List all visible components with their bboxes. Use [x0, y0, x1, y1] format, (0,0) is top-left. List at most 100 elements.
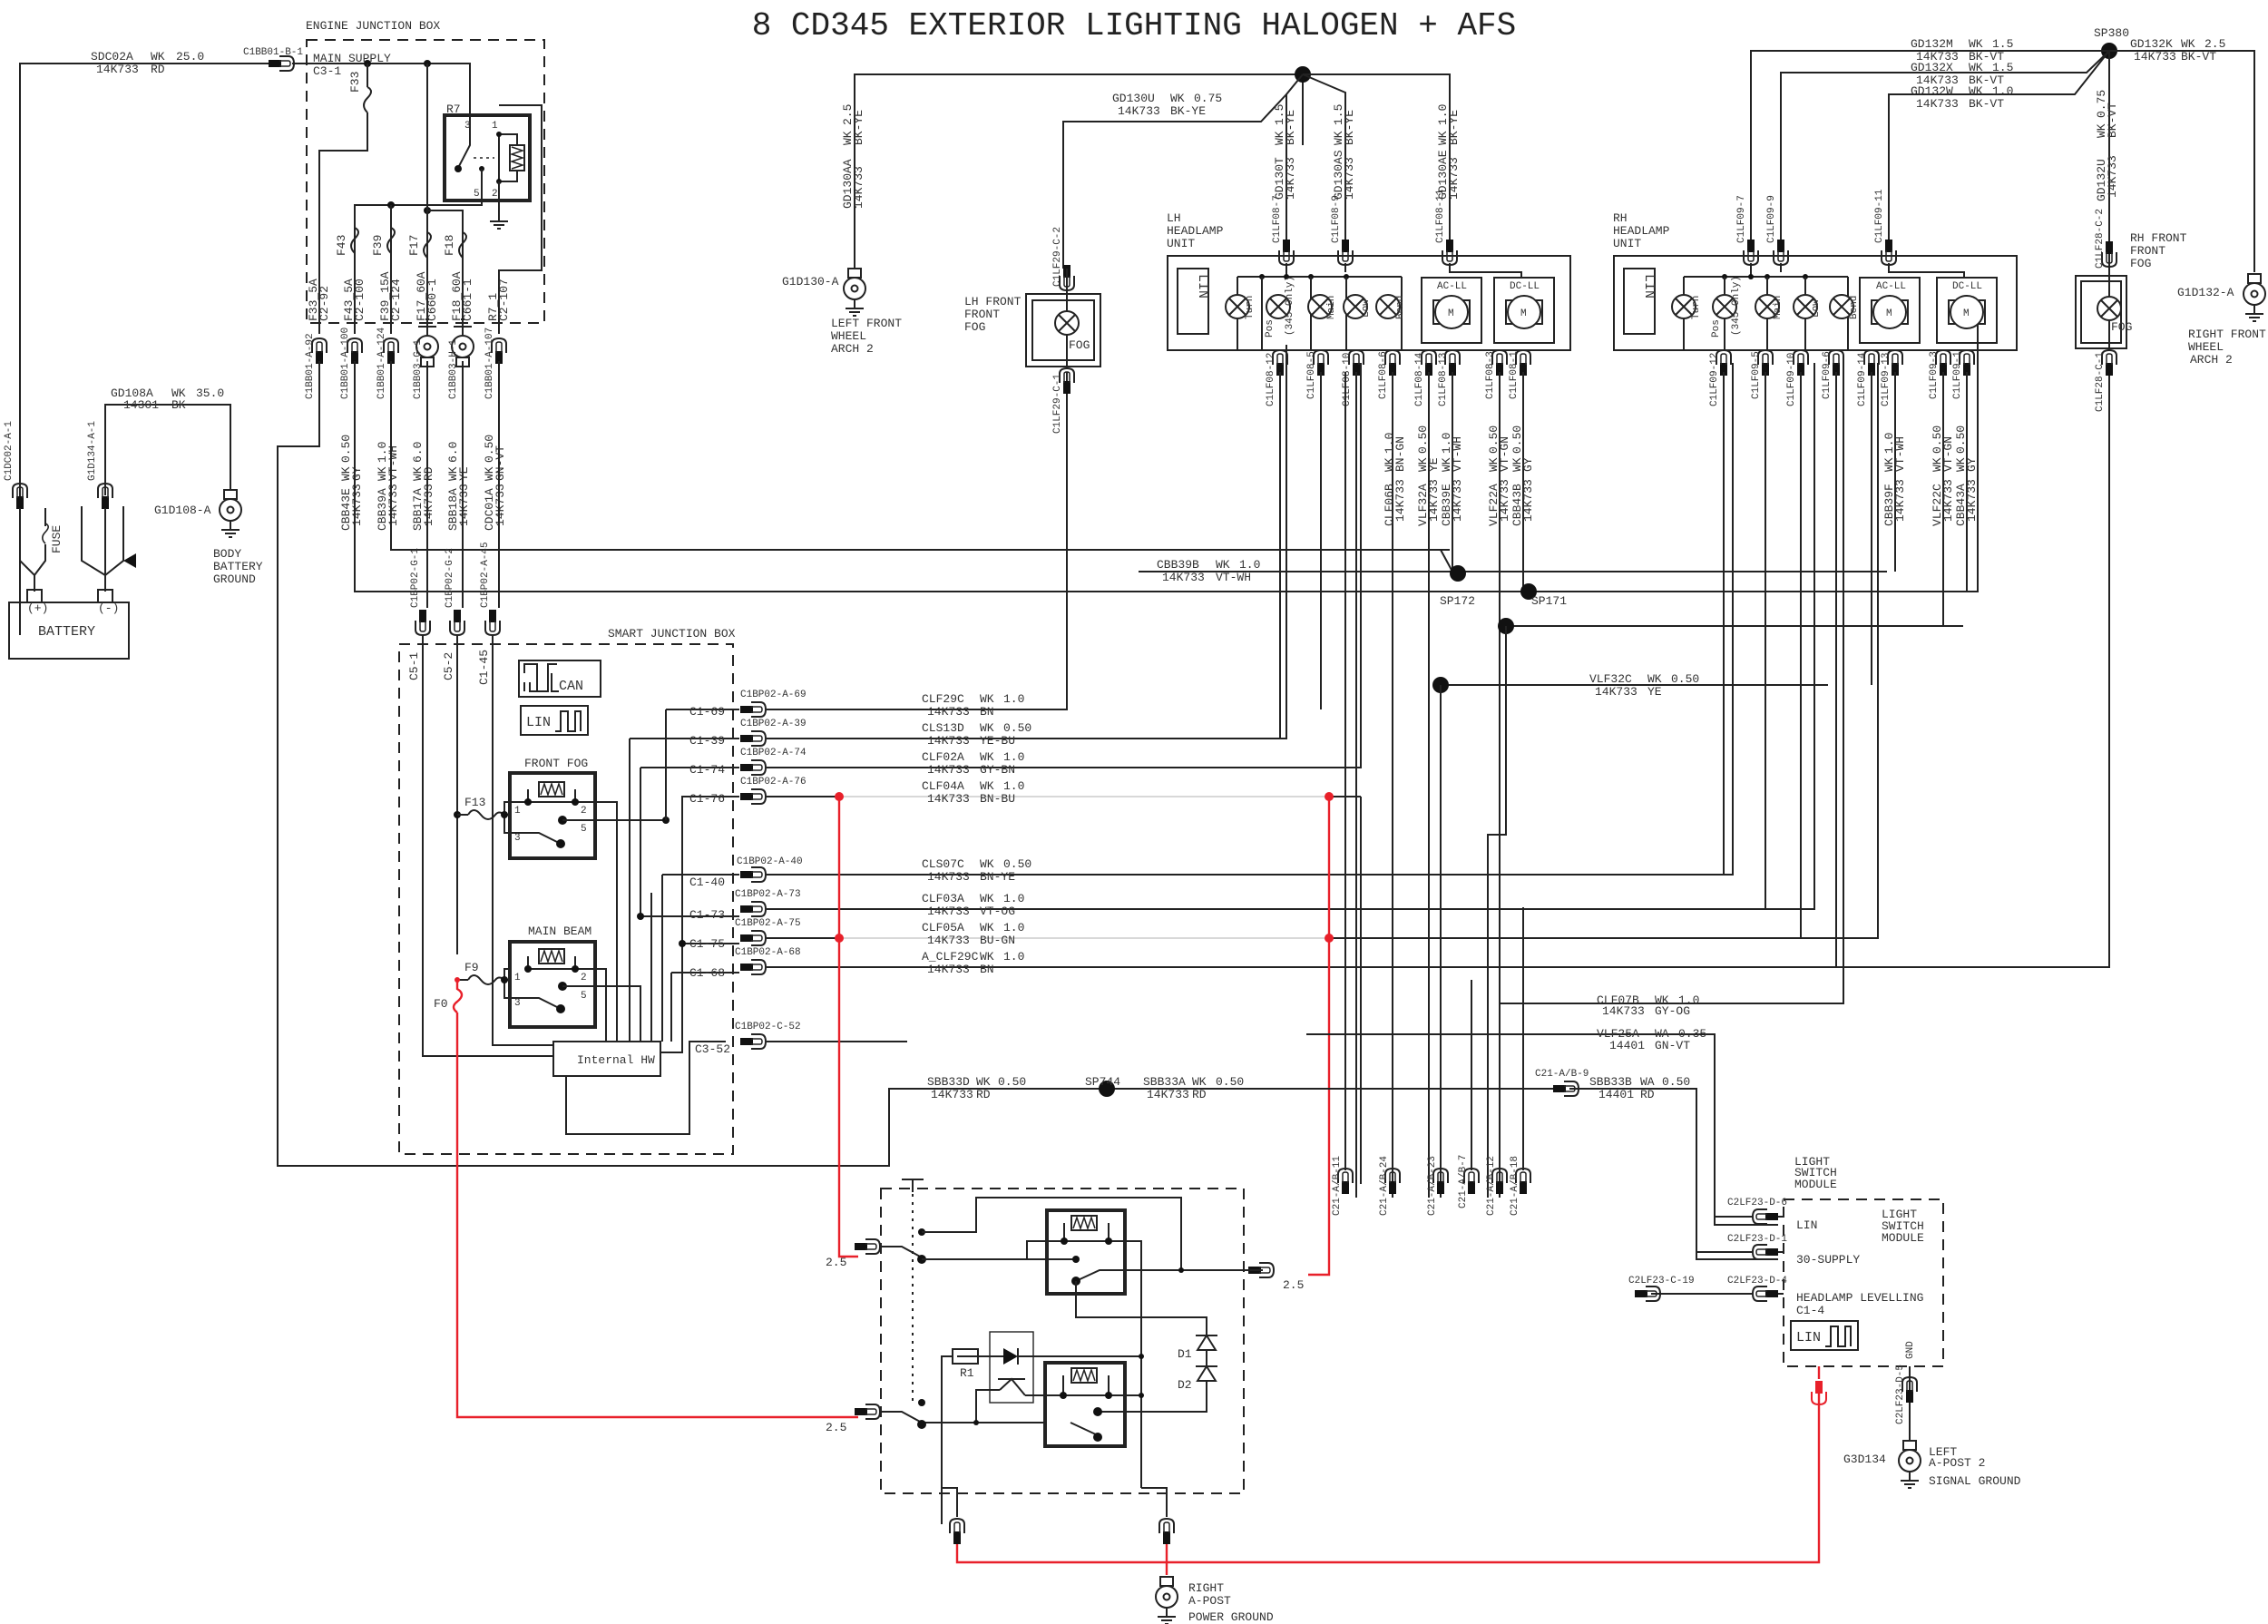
svg-text:GN-VT: GN-VT	[494, 445, 507, 481]
svg-text:GD130AE: GD130AE	[1436, 150, 1450, 200]
lsm-lin-connector[interactable]	[1811, 1392, 1827, 1406]
svg-text:VT-WH: VT-WH	[386, 445, 400, 481]
svg-text:1.0: 1.0	[1003, 921, 1024, 934]
c1bp02-a-75-connector[interactable]	[739, 930, 767, 946]
svg-text:2: 2	[492, 189, 498, 200]
svg-text:14K733: 14K733	[1916, 50, 1959, 64]
fuse-f33	[363, 86, 372, 113]
sjb-boundary	[398, 643, 734, 1155]
c1bp02-a-39-connector[interactable]	[739, 730, 767, 747]
svg-text:LEFT FRONT: LEFT FRONT	[831, 317, 902, 330]
relay-module-lin-connector[interactable]	[949, 1518, 965, 1545]
svg-text:14301: 14301	[123, 398, 159, 412]
svg-text:RIGHT: RIGHT	[1188, 1581, 1224, 1595]
sdc02a-type: WK	[151, 50, 165, 64]
ejb-main-supply-label: MAIN_SUPPLY	[313, 52, 391, 65]
svg-text:WK: WK	[980, 892, 994, 905]
c1bp02-g-2-connector[interactable]	[449, 609, 465, 636]
relay-module-ground-connector[interactable]	[1158, 1518, 1175, 1545]
svg-text:1.0: 1.0	[1678, 993, 1699, 1007]
svg-text:(345 Only): (345 Only)	[1285, 276, 1295, 336]
svg-text:14K733: 14K733	[927, 905, 970, 918]
c1bp02-a-74-connector[interactable]	[739, 759, 767, 776]
svg-text:WK: WK	[980, 857, 994, 871]
svg-text:C1BB03-G-1: C1BB03-G-1	[413, 339, 424, 399]
svg-text:WK: WK	[171, 386, 186, 400]
svg-text:LIN: LIN	[1195, 274, 1210, 298]
svg-text:C1LF08-7: C1LF08-7	[1272, 195, 1283, 243]
lh-fog-lamp-icon	[1054, 310, 1080, 336]
c1bp02-a-45-connector[interactable]	[484, 609, 501, 636]
svg-text:F43_5A: F43_5A	[342, 279, 356, 321]
svg-text:LH FRONT: LH FRONT	[964, 295, 1022, 308]
svg-text:WK: WK	[1969, 37, 1983, 51]
svg-text:1.5: 1.5	[1273, 104, 1286, 125]
svg-text:WA: WA	[1640, 1075, 1655, 1089]
svg-text:5: 5	[581, 991, 587, 1002]
relay-r7-label: R7	[446, 103, 461, 116]
svg-text:0.50: 0.50	[1510, 426, 1524, 454]
svg-text:3: 3	[514, 833, 521, 844]
svg-text:C1LF08-5: C1LF08-5	[1306, 351, 1317, 399]
svg-text:LIN: LIN	[1796, 1218, 1817, 1232]
svg-text:14K733: 14K733	[350, 484, 364, 526]
svg-text:WK: WK	[841, 131, 855, 145]
svg-text:WK: WK	[980, 779, 994, 793]
svg-text:0.75: 0.75	[2095, 90, 2108, 118]
svg-text:CLF06B: CLF06B	[1383, 484, 1396, 526]
c1bp02-g-1-connector[interactable]	[415, 609, 431, 636]
svg-text:C1LF09-1: C1LF09-1	[1952, 351, 1963, 399]
svg-text:1.0: 1.0	[1003, 779, 1024, 793]
svg-text:C1LF09-10: C1LF09-10	[1786, 353, 1797, 406]
relay-module-in-top-connector[interactable]	[854, 1238, 881, 1255]
svg-text:C5-1: C5-1	[407, 652, 421, 680]
svg-text:C2-107: C2-107	[497, 279, 511, 321]
c2lf23-c-19-connector[interactable]	[1634, 1286, 1661, 1302]
svg-text:2.5: 2.5	[826, 1421, 846, 1434]
svg-text:C1LF29-C-1: C1LF29-C-1	[1052, 374, 1063, 434]
svg-text:14K733: 14K733	[1118, 104, 1160, 118]
svg-text:14K733: 14K733	[1284, 157, 1297, 200]
c1bp02-a-76-connector[interactable]	[739, 788, 767, 805]
fuse-f9	[467, 974, 505, 985]
svg-text:0.50: 0.50	[1416, 426, 1430, 454]
svg-text:CBB39E: CBB39E	[1440, 484, 1453, 526]
svg-text:Pos: Pos	[1711, 319, 1722, 338]
svg-text:0.50: 0.50	[1003, 721, 1031, 735]
svg-text:BK-YE: BK-YE	[1447, 110, 1461, 145]
c2lf23-d-1-connector[interactable]	[1752, 1244, 1779, 1260]
svg-text:C1BP02-A-76: C1BP02-A-76	[740, 777, 807, 788]
c1bb01-b-1-connector[interactable]	[268, 55, 295, 72]
svg-text:CLS13D: CLS13D	[922, 721, 964, 735]
c2lf23-d-4-connector[interactable]	[1752, 1286, 1779, 1302]
svg-text:CBB39A: CBB39A	[376, 488, 389, 531]
svg-text:WK: WK	[980, 950, 994, 964]
svg-text:BK-VT: BK-VT	[1969, 50, 2004, 64]
svg-text:CBB43A: CBB43A	[1954, 484, 1968, 526]
g1d108-a-label: G1D108-A	[154, 504, 211, 517]
svg-text:F17: F17	[407, 235, 421, 256]
c1dc02-a-1-connector[interactable]	[12, 483, 28, 510]
c1bp02-a-69-connector[interactable]	[739, 701, 767, 718]
c2lf23-d-6-connector[interactable]	[1752, 1208, 1779, 1225]
svg-text:0.35: 0.35	[1678, 1027, 1706, 1041]
svg-text:1.0: 1.0	[1003, 892, 1024, 905]
svg-text:FOG: FOG	[2130, 257, 2151, 270]
svg-text:C661-1: C661-1	[461, 279, 474, 321]
svg-text:WK: WK	[1487, 457, 1501, 472]
c1bp02-c-52-connector[interactable]	[739, 1033, 767, 1050]
c1bp02-a-68-connector[interactable]	[739, 959, 767, 975]
svg-text:0.50: 0.50	[1662, 1075, 1690, 1089]
svg-text:14K733: 14K733	[1147, 1088, 1189, 1101]
c1bp02-a-40-connector[interactable]	[739, 866, 767, 883]
svg-text:C1BP02-A-69: C1BP02-A-69	[740, 690, 807, 700]
svg-text:UNIT: UNIT	[1613, 237, 1641, 250]
svg-text:LIN: LIN	[1641, 274, 1657, 298]
c21-a-b-9-connector[interactable]	[1552, 1081, 1579, 1097]
svg-text:C21-A/B-11: C21-A/B-11	[1332, 1156, 1343, 1216]
c1bp02-a-73-connector[interactable]	[739, 901, 767, 917]
relay-module-in-bottom-connector[interactable]	[854, 1404, 881, 1420]
svg-text:WK: WK	[2095, 123, 2108, 138]
svg-text:Low: Low	[1361, 299, 1372, 318]
